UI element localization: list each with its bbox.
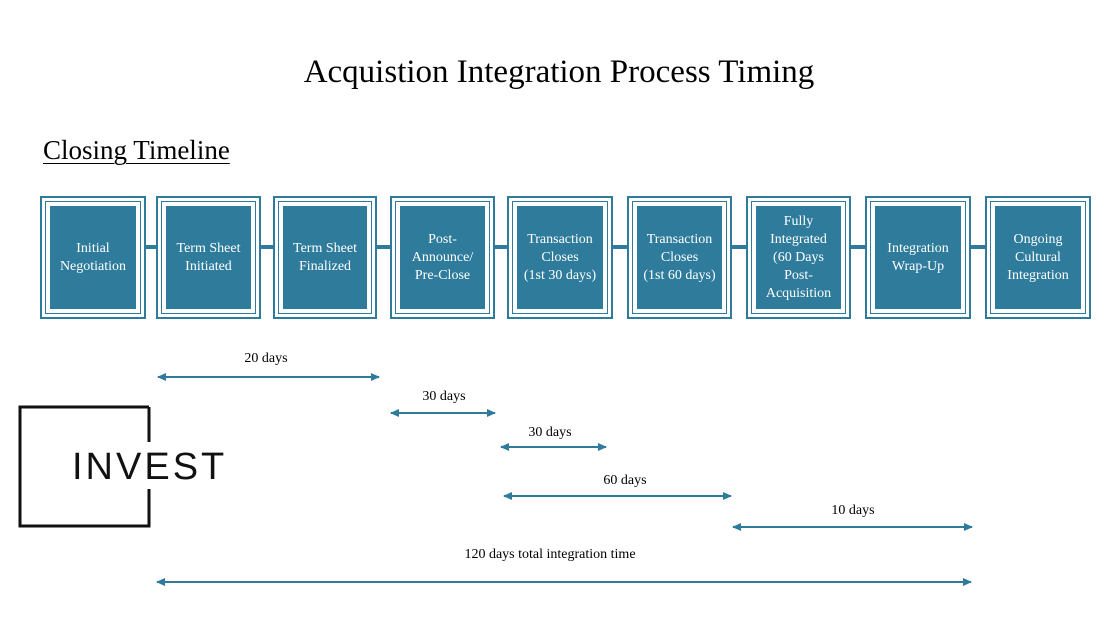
section-title: Closing Timeline (43, 135, 230, 165)
step-connector (376, 245, 391, 249)
step-label: Post-Announce/Pre-Close (400, 206, 485, 309)
page-title: Acquistion Integration Process Timing (303, 54, 815, 90)
duration-label: 60 days (603, 473, 647, 488)
duration-label: 30 days (528, 425, 572, 440)
step-connector (612, 245, 628, 249)
total-duration-label: 120 days total integration time (464, 547, 636, 562)
logo-wordmark: INVEST (72, 446, 228, 488)
duration-label: 20 days (244, 351, 288, 366)
duration-label: 10 days (831, 503, 875, 518)
step-connector (731, 245, 747, 249)
step-connector (850, 245, 866, 249)
step-connector (260, 245, 274, 249)
duration-label: 30 days (422, 389, 466, 404)
step-connector (970, 245, 986, 249)
step-connector (145, 245, 157, 249)
timeline-step-post-announce: Post-Announce/Pre-Close (390, 196, 495, 319)
step-connector (494, 245, 508, 249)
